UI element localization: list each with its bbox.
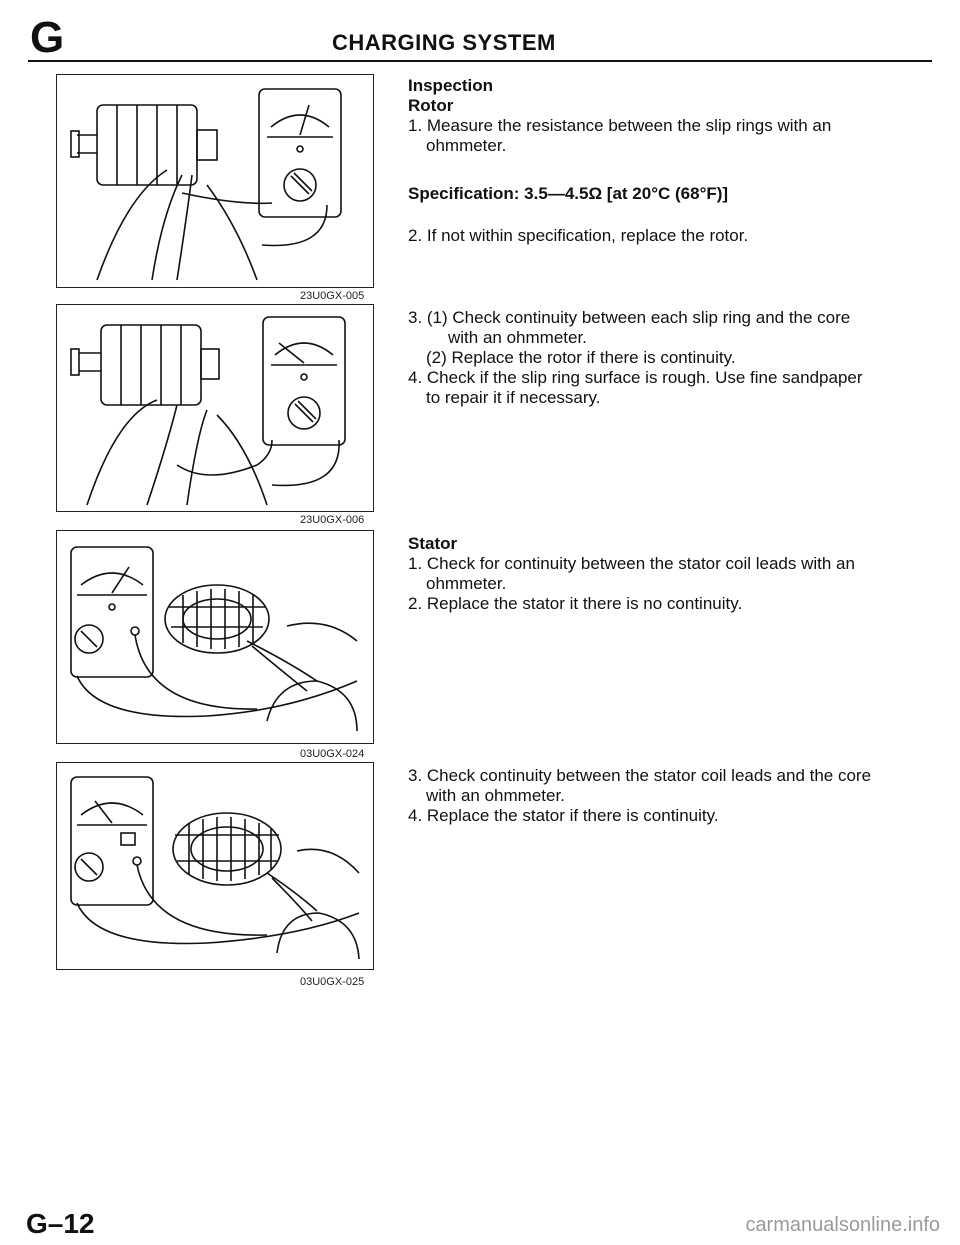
rotor-step-2: 2. If not within specification, replace … xyxy=(408,226,749,245)
page-number: G–12 xyxy=(26,1208,95,1239)
stator-step-1-cont: ohmmeter. xyxy=(426,574,507,593)
rotor-heading: Rotor xyxy=(408,96,454,115)
figure-rotor-resistance xyxy=(56,74,374,288)
page-title: CHARGING SYSTEM xyxy=(332,30,556,55)
rotor-ohmmeter-illustration xyxy=(70,88,342,281)
rotor-step-3-1: 3. (1) Check continuity between each sli… xyxy=(408,308,851,327)
stator-heading: Stator xyxy=(408,534,458,553)
figure-code: 23U0GX-006 xyxy=(300,514,365,526)
stator-step-1: 1. Check for continuity between the stat… xyxy=(408,554,855,573)
stator-step-4: 4. Replace the stator if there is contin… xyxy=(408,806,719,825)
rotor-step-4-cont: to repair it if necessary. xyxy=(426,388,601,407)
stator-step-3: 3. Check continuity between the stator c… xyxy=(408,766,872,785)
rotor-step-3-2: (2) Replace the rotor if there is contin… xyxy=(426,348,736,367)
inspection-heading: Inspection xyxy=(408,76,494,95)
rotor-step-3-1-cont: with an ohmmeter. xyxy=(448,328,587,347)
figure-stator-core xyxy=(56,762,374,970)
stator-core-section: 3. Check continuity between the stator c… xyxy=(408,766,878,826)
figure-code: 03U0GX-025 xyxy=(300,976,365,988)
figure-rotor-continuity xyxy=(56,304,374,512)
stator-ohmmeter-illustration xyxy=(70,546,358,732)
figure-code: 03U0GX-024 xyxy=(300,748,365,760)
stator-core-ohmmeter-illustration xyxy=(70,776,360,960)
rotor-step-4: 4. Check if the slip ring surface is rou… xyxy=(408,368,863,387)
stator-step-3-cont: with an ohmmeter. xyxy=(426,786,565,805)
figure-stator-leads xyxy=(56,530,374,744)
figure-code: 23U0GX-005 xyxy=(300,290,365,302)
rotor-continuity-section: 3. (1) Check continuity between each sli… xyxy=(408,308,878,408)
rotor-step-1-cont: ohmmeter. xyxy=(426,136,507,155)
title-rule xyxy=(28,60,932,62)
rotor-step-1: 1. Measure the resistance between the sl… xyxy=(408,116,832,135)
rotor-core-ohmmeter-illustration xyxy=(70,316,346,506)
stator-section: Stator 1. Check for continuity between t… xyxy=(408,534,878,614)
rotor-section: Inspection Rotor 1. Measure the resistan… xyxy=(408,76,878,246)
section-letter: G xyxy=(30,13,65,62)
watermark: carmanualsonline.info xyxy=(745,1214,940,1236)
rotor-specification: Specification: 3.5—4.5Ω [at 20°C (68°F)] xyxy=(408,184,729,203)
stator-step-2: 2. Replace the stator it there is no con… xyxy=(408,594,743,613)
